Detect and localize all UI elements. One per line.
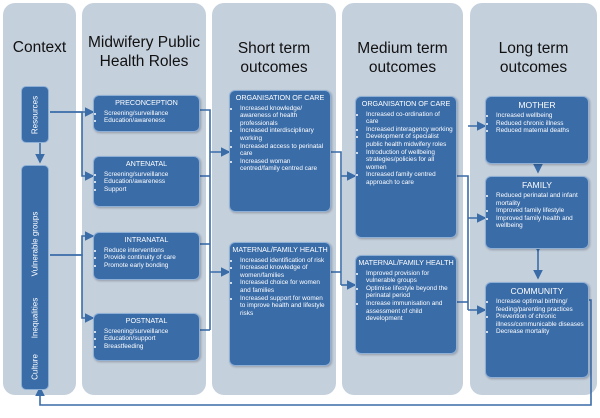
bullet-item: Increased support for women to improve h… [240, 295, 327, 318]
bullet-item: Reduced perinatal and infant mortality [496, 192, 585, 207]
bullet-item: Increase optimal birthing/ feeding/paren… [496, 298, 585, 313]
box-title: FAMILY [522, 180, 552, 190]
bullet-list: Screening/surveillanceEducation/supportB… [94, 328, 199, 351]
bullet-item: Increase immunisation and assessment of … [366, 300, 453, 323]
context-culture: Culture [30, 353, 40, 380]
bullet-item: Improved provision for vulnerable groups [366, 270, 453, 285]
box-title: COMMUNITY [510, 286, 564, 296]
bullet-item: Provide continuity of care [104, 254, 196, 262]
bullet-item: Increased identification of risk [240, 257, 327, 265]
long-term-column-title: Long term outcomes [498, 40, 569, 76]
box-title: INTRANATAL [124, 235, 169, 244]
context-column-title: Context [12, 39, 67, 56]
bullet-item: Optimise lifestyle beyond the perinatal … [366, 285, 453, 300]
bullet-item: Development of specialist public health … [366, 133, 453, 148]
bullet-item: Increased woman centred/family centred c… [240, 158, 327, 173]
bullet-item: Increased interagency working [366, 126, 453, 134]
long-community: COMMUNITY Increase optimal birthing/ fee… [485, 282, 589, 378]
bullet-item: Screening/surveillance [104, 110, 196, 118]
long-mother: MOTHER Increased wellbeingReduced chroni… [485, 96, 589, 164]
role-intranatal: INTRANATAL Reduce interventionsProvide c… [93, 232, 200, 280]
bullet-list: Increased knowledge/ awareness of health… [230, 105, 330, 173]
bullet-item: Decrease mortality [496, 328, 585, 336]
bullet-list: Reduce interventionsProvide continuity o… [94, 247, 199, 270]
bullet-item: Increased access to perinatal care [240, 143, 327, 158]
box-title: PRECONCEPTION [115, 98, 178, 107]
box-title: MATERNAL/FAMILY HEALTH [358, 258, 454, 267]
bullet-item: Increased knowledge/ awareness of health… [240, 105, 327, 128]
bullet-item: Reduced maternal deaths [496, 127, 585, 135]
bullet-list: Screening/surveillanceEducation/awarenes… [94, 110, 199, 125]
role-postnatal: POSTNATAL Screening/surveillanceEducatio… [93, 313, 200, 361]
box-title: ORGANISATION OF CARE [235, 93, 325, 102]
context-inequalities: Inequalities [30, 297, 40, 338]
bullet-item: Education/awareness [104, 117, 196, 125]
bullet-item: Introduction of wellbeing strategies/pol… [366, 149, 453, 172]
long-family: FAMILY Reduced perinatal and infant mort… [485, 176, 589, 249]
bullet-item: Increased family centred approach to car… [366, 171, 453, 186]
medium-maternal-family-health: MATERNAL/FAMILY HEALTH Improved provisio… [355, 255, 457, 354]
roles-column-title: Midwifery Public Health Roles [88, 34, 200, 70]
bullet-item: Prevention of chronic illness/communicab… [496, 313, 585, 328]
box-title: MATERNAL/FAMILY HEALTH [232, 245, 328, 254]
box-title: POSTNATAL [125, 316, 168, 325]
bullet-item: Improved family lifestyle [496, 207, 585, 215]
bullet-item: Improved family health and wellbeing [496, 215, 585, 230]
bullet-list: Screening/surveillanceEducation/awarenes… [94, 171, 199, 194]
context-resources: Resources [21, 86, 49, 143]
bullet-list: Increased identification of riskIncrease… [230, 257, 330, 318]
box-title: ANTENATAL [125, 159, 168, 168]
bullet-list: Increased wellbeingReduced chronic illne… [486, 112, 588, 135]
medium-organisation-of-care: ORGANISATION OF CARE Increased co-ordina… [355, 96, 457, 238]
box-title: MOTHER [518, 100, 556, 110]
bullet-item: Increased knowledge of women/families [240, 264, 327, 279]
bullet-item: Increased interdisciplinary working [240, 127, 327, 142]
bullet-list: Improved provision for vulnerable groups… [356, 270, 456, 323]
bullet-item: Education/support [104, 335, 196, 343]
bullet-item: Increased co-ordination of care [366, 111, 453, 126]
context-vulnerable-groups: Vulnerable groups [30, 211, 40, 277]
short-maternal-family-health: MATERNAL/FAMILY HEALTH Increased identif… [229, 242, 331, 366]
role-preconception: PRECONCEPTION Screening/surveillanceEduc… [93, 95, 200, 132]
bullet-list: Increase optimal birthing/ feeding/paren… [486, 298, 588, 336]
bullet-item: Increased choice for women and families [240, 279, 327, 294]
bullet-item: Support [104, 186, 196, 194]
bullet-item: Education/awareness [104, 178, 196, 186]
box-title: ORGANISATION OF CARE [361, 99, 451, 108]
short-organisation-of-care: ORGANISATION OF CARE Increased knowledge… [229, 90, 331, 212]
bullet-list: Reduced perinatal and infant mortalityIm… [486, 192, 588, 230]
bullet-item: Screening/surveillance [104, 171, 196, 179]
bullet-item: Promote early bonding [104, 262, 196, 270]
context-factors: Vulnerable groups Inequalities Culture [21, 165, 49, 390]
bullet-item: Reduce interventions [104, 247, 196, 255]
role-antenatal: ANTENATAL Screening/surveillanceEducatio… [93, 156, 200, 207]
medium-term-column-title: Medium term outcomes [357, 40, 448, 76]
bullet-list: Increased co-ordination of careIncreased… [356, 111, 456, 187]
bullet-item: Reduced chronic illness [496, 120, 585, 128]
bullet-item: Increased wellbeing [496, 112, 585, 120]
bullet-item: Screening/surveillance [104, 328, 196, 336]
bullet-item: Breastfeeding [104, 343, 196, 351]
short-term-column-title: Short term outcomes [237, 40, 311, 76]
